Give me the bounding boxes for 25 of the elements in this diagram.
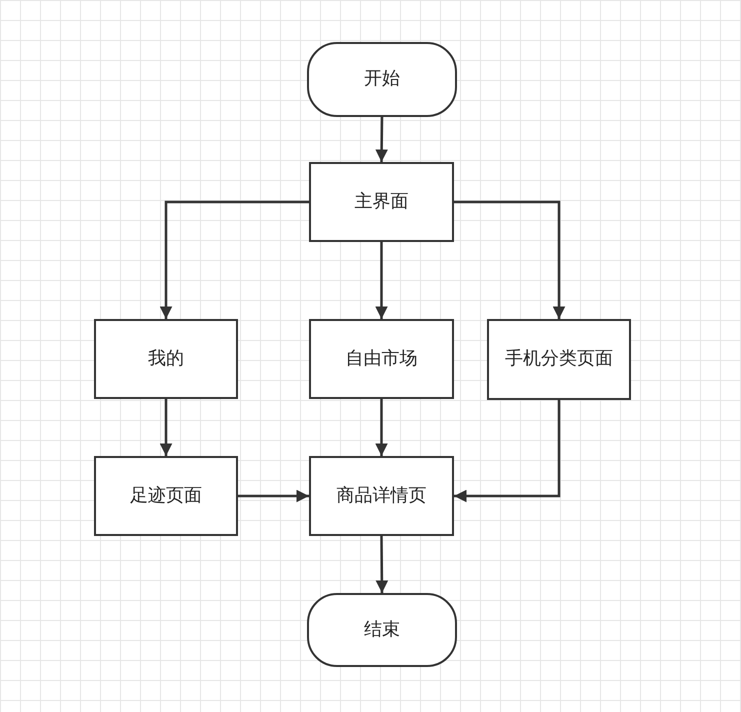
arrow [375,242,388,319]
node-label: 自由市场 [344,348,418,370]
process-box [94,456,238,536]
arrow [375,116,388,162]
node-label: 手机分类页面 [504,348,614,371]
process-box [309,162,454,242]
process-box [94,319,238,399]
process-box [487,319,631,400]
terminal-shape [307,593,457,667]
process-box [309,456,454,536]
arrow [375,399,388,456]
node-label: 我的 [147,348,185,370]
node-label: 开始 [363,68,401,91]
arrow [160,399,172,456]
node-label: 结束 [363,618,401,642]
arrow [376,536,388,594]
node-label: 主界面 [354,190,410,214]
arrow [160,200,309,319]
arrow [238,490,309,502]
process-box [309,319,454,399]
node-label: 商品详情页 [336,484,428,508]
node-label: 足迹页面 [129,484,203,508]
arrow [454,400,560,502]
terminal-shape [307,42,457,117]
arrow [454,200,566,319]
